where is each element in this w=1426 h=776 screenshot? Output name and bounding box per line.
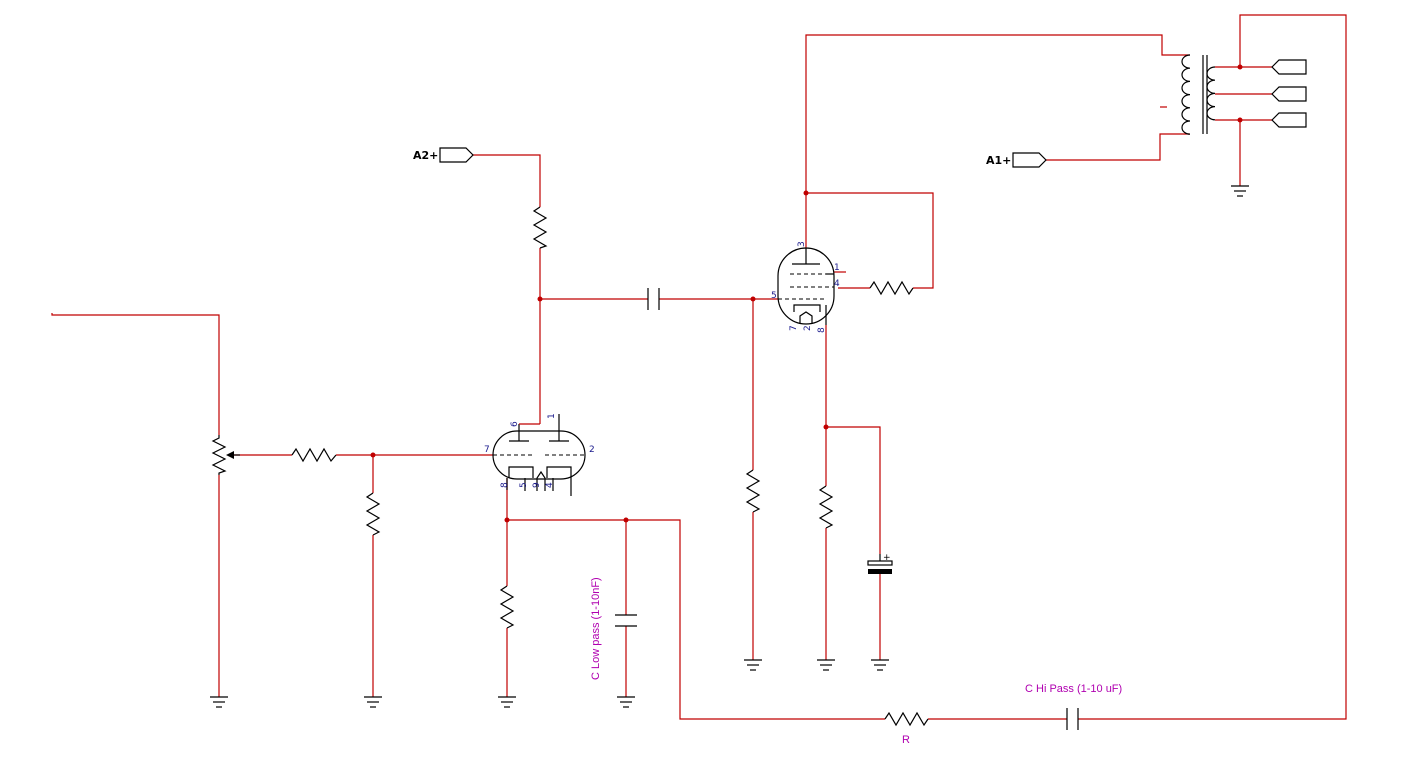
grounds [210, 185, 1249, 708]
preamp-double-triode: 6 1 7 2 8 5 9 4 [484, 413, 595, 496]
ground-icon [210, 696, 228, 708]
capacitors: + [615, 288, 1079, 730]
cathode-bypass-electrolytic-capacitor: + [867, 553, 893, 574]
coupling-capacitor [647, 288, 660, 310]
low-pass-capacitor-label: C Low pass (1-10nF) [590, 577, 602, 680]
power-pin-label: 3 [797, 241, 807, 247]
screen-resistor [869, 280, 914, 296]
preamp-pin-label: 1 [547, 413, 557, 419]
junction-dot [623, 517, 629, 523]
ground-icon [498, 696, 516, 708]
low-pass-capacitor [615, 614, 637, 627]
junction-dot [504, 517, 510, 523]
ground-icon [817, 659, 835, 671]
ground-icon [871, 659, 889, 671]
feedback-node-wire [507, 519, 885, 720]
output-transformer [1181, 54, 1216, 135]
feedback-resistor [884, 711, 929, 727]
port-a1: A1+ [986, 152, 1047, 168]
screen-wire [806, 192, 934, 289]
power-pin-label: 1 [834, 263, 840, 273]
preamp-pin-label: 7 [484, 445, 490, 455]
volume-potentiometer [211, 435, 240, 475]
grid-stopper-resistor [291, 447, 337, 463]
potentiometer-wiper-arrow [226, 451, 234, 459]
power-pentode: 3 1 4 5 7 2 8 [771, 241, 840, 333]
junction-dot [1237, 64, 1243, 70]
port-a2-label: A2+ [413, 149, 438, 162]
input-wire [51, 313, 220, 435]
port-a2: A2+ [413, 147, 474, 163]
hi-pass-capacitor [1066, 708, 1079, 730]
port-a1-symbol [1012, 152, 1047, 168]
junction-dot [537, 296, 543, 302]
cathode-bypass-wire [826, 426, 881, 554]
power-cathode-resistor [818, 485, 834, 529]
feedback-resistor-label: R [902, 734, 910, 746]
transformer-secondary-coil [1206, 66, 1216, 121]
junction-dot [750, 296, 756, 302]
power-pin-label: 4 [834, 279, 840, 289]
grid-leak-resistor [365, 492, 381, 536]
power-grid-leak-resistor [745, 469, 761, 513]
a1-supply-wire [1046, 133, 1190, 161]
preamp-pin-label: 6 [510, 421, 520, 427]
preamp-pin-label: 4 [545, 482, 555, 488]
wires [51, 14, 1347, 720]
junction-dot [370, 452, 376, 458]
output-terminals [1271, 59, 1307, 128]
ground-icon [744, 659, 762, 671]
plate-to-transformer-wire [805, 34, 1190, 248]
a2-supply-wire [473, 154, 541, 207]
preamp-cathode-resistor [499, 585, 515, 629]
polarity-plus-icon: + [883, 553, 891, 563]
power-pin-label: 7 [789, 325, 799, 331]
ground-icon [364, 696, 382, 708]
ground-icon [1231, 185, 1249, 197]
preamp-pin-label: 5 [519, 482, 529, 488]
resistors [291, 206, 929, 727]
potentiometer-body [211, 435, 227, 475]
power-pin-label: 8 [817, 327, 827, 333]
output-terminal-top [1271, 59, 1307, 75]
power-pin-label: 2 [803, 325, 813, 331]
power-pin-label: 5 [771, 291, 777, 301]
junction-nodes [370, 64, 1243, 523]
junction-dot [1237, 117, 1243, 123]
plate-load-resistor [532, 206, 548, 249]
preamp-pin-label: 2 [589, 445, 595, 455]
preamp-pin-label: 9 [532, 482, 542, 488]
hi-pass-capacitor-label: C Hi Pass (1-10 uF) [1025, 683, 1122, 695]
output-terminal-mid [1271, 86, 1307, 102]
output-terminal-bottom [1271, 112, 1307, 128]
junction-dot [823, 424, 829, 430]
port-a1-label: A1+ [986, 154, 1011, 167]
transformer-primary-coil [1181, 54, 1191, 135]
preamp-pin-label: 8 [500, 482, 510, 488]
port-a2-symbol [439, 147, 474, 163]
junction-dot [803, 190, 809, 196]
feedback-return-wire [1078, 14, 1347, 720]
ground-icon [617, 696, 635, 708]
